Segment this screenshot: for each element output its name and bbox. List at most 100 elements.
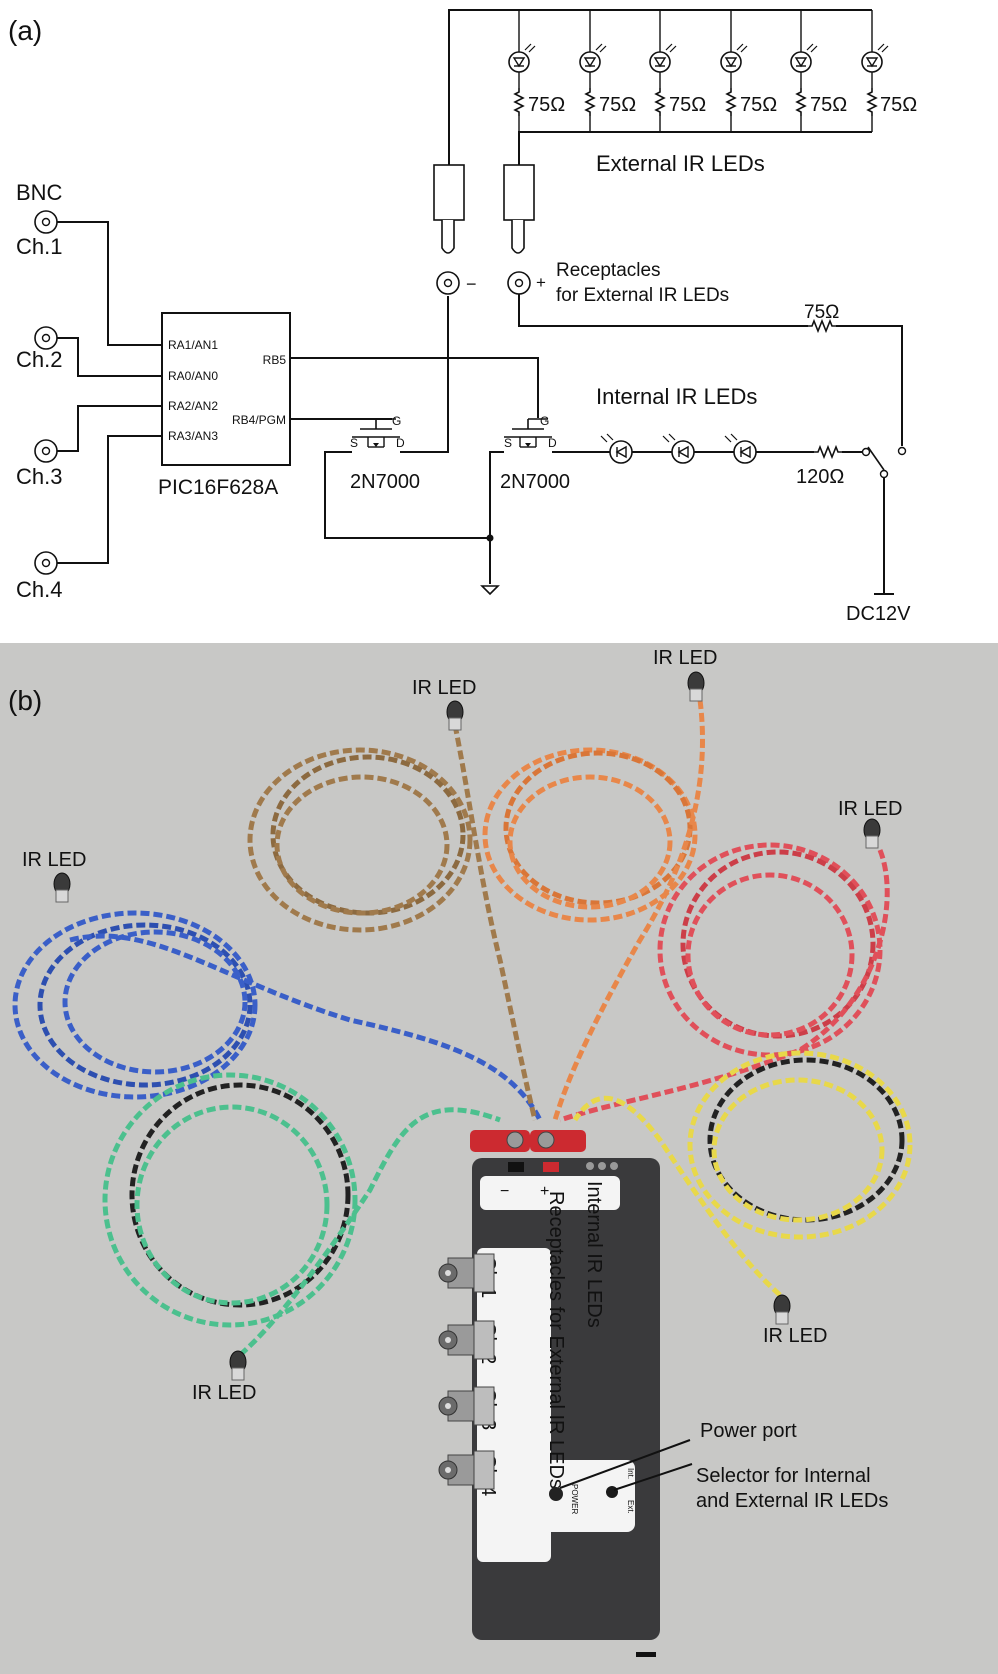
panel-b-photo: (b) [0,643,998,1674]
box-receptacles-text: Receptacles for External IR LEDs [545,1191,567,1489]
bnc-label: BNC [16,180,63,205]
pin-ra0: RA0/AN0 [168,369,218,383]
box-top-label [480,1176,620,1210]
power-port-label: Power port [700,1420,797,1442]
bnc-connector-ch4 [34,551,58,575]
box-power-label [510,1460,635,1532]
wire-rb5-gate [290,357,539,418]
power-port[interactable] [549,1487,563,1501]
power-port-leader [559,1439,691,1489]
external-led-array [508,10,889,132]
mosfet1-label: 2N7000 [350,471,420,493]
plug-minus [433,164,465,254]
resistor-120 [814,444,842,460]
internal-led-window-3 [610,1162,618,1170]
box-ext-small: Ext. [626,1500,635,1514]
panel-b-label: (b) [8,685,42,716]
mosfet2-d: D [548,436,557,450]
switch-contact-ext [897,446,907,456]
mcu-name: PIC16F628A [158,476,278,499]
box-plus-sign: + [540,1183,549,1200]
pin-ra2: RA2/AN2 [168,399,218,413]
ground-symbol [480,585,500,596]
plug-plus [503,164,535,254]
pin-ra3: RA3/AN3 [168,429,218,443]
box-power-small: POWER [570,1484,579,1514]
wire-ch2 [57,337,165,377]
plug-cluster [470,1130,586,1152]
wire-resistor-switch [836,325,903,446]
panel-a-label: (a) [8,15,42,46]
ext-resistor-2: 75Ω [599,94,636,116]
selector-leader [613,1463,693,1491]
mosfet2-g: G [540,414,549,428]
scale-bar [636,1652,656,1657]
pin-rb4: RB4/PGM [232,413,286,427]
resistor-75-supply [808,318,836,334]
ch4-label: Ch.4 [16,577,62,602]
supply-label: DC12V [846,603,911,625]
external-title: External IR LEDs [596,151,765,176]
selector-label-line1: Selector for Internal [696,1465,871,1487]
ir-led-head-red [863,818,881,849]
internal-led-window-1 [586,1162,594,1170]
pin-ra1: RA1/AN1 [168,338,218,352]
ir-led-label-yellow: IR LED [763,1325,827,1347]
cable-coil-green [102,1072,501,1357]
receptacles-line2: for External IR LEDs [556,285,729,306]
ext-resistor-5: 75Ω [810,94,847,116]
mosfet2-label: 2N7000 [500,471,570,493]
wire-source1-ground [324,451,490,539]
ext-resistor-4: 75Ω [740,94,777,116]
mosfet1-s: S [350,436,358,450]
ground-junction [486,534,494,542]
supply-resistor-label: 75Ω [804,302,839,323]
cable-coil-yellow [572,1050,913,1297]
selector-switch-blade [867,446,885,471]
wire-ch4 [57,435,165,564]
mosfet1-g: G [392,414,401,428]
wire-plus-resistor [518,294,808,327]
ir-led-label-red: IR LED [838,798,902,820]
ext-resistor-3: 75Ω [669,94,706,116]
box-internal-text: Internal IR LEDs [583,1181,605,1328]
ir-led-head-yellow [773,1294,791,1325]
ch3-label: Ch.3 [16,464,62,489]
receptacle-minus [436,271,460,295]
ir-led-label-blue: IR LED [22,849,86,871]
selector-switch[interactable] [606,1486,618,1498]
receptacle-plus [507,271,531,295]
ext-resistor-1: 75Ω [528,94,565,116]
bnc-connector-ch3 [34,439,58,463]
cable-coil-blue [12,910,543,1122]
internal-resistor-label: 120Ω [796,466,844,488]
internal-led-3 [724,433,757,464]
cable-coil-brown [247,724,538,1121]
mosfet2-s: S [504,436,512,450]
ir-led-label-green: IR LED [192,1382,256,1404]
box-minus-sign: − [500,1183,509,1200]
selector-label-line2: and External IR LEDs [696,1490,888,1512]
receptacle-plus-photo [543,1162,559,1172]
ir-led-head-green [229,1350,247,1381]
panel-a-schematic: (a) BNC Ch.1 Ch.2 Ch.3 Ch.4 RA1/AN1 RA0/… [8,9,917,625]
ch1-label: Ch.1 [16,234,62,259]
ir-led-head-orange [687,671,705,702]
internal-title: Internal IR LEDs [596,384,757,409]
wire-ch1 [57,221,165,346]
switch-contact-int [861,447,871,457]
wire-ch3 [57,405,165,452]
ir-led-head-brown [446,700,464,731]
ir-led-head-blue [53,872,71,903]
pin-rb5: RB5 [263,353,287,367]
internal-led-1 [600,433,633,464]
receptacle-plus-sign: + [536,273,546,292]
wire-drain1-minus [400,296,449,453]
internal-led-window-2 [598,1162,606,1170]
bnc-connector-ch2 [34,326,58,350]
switch-common [879,469,889,479]
ir-led-label-brown: IR LED [412,677,476,699]
ir-led-label-orange: IR LED [653,647,717,669]
pic-mcu-box [161,312,291,466]
